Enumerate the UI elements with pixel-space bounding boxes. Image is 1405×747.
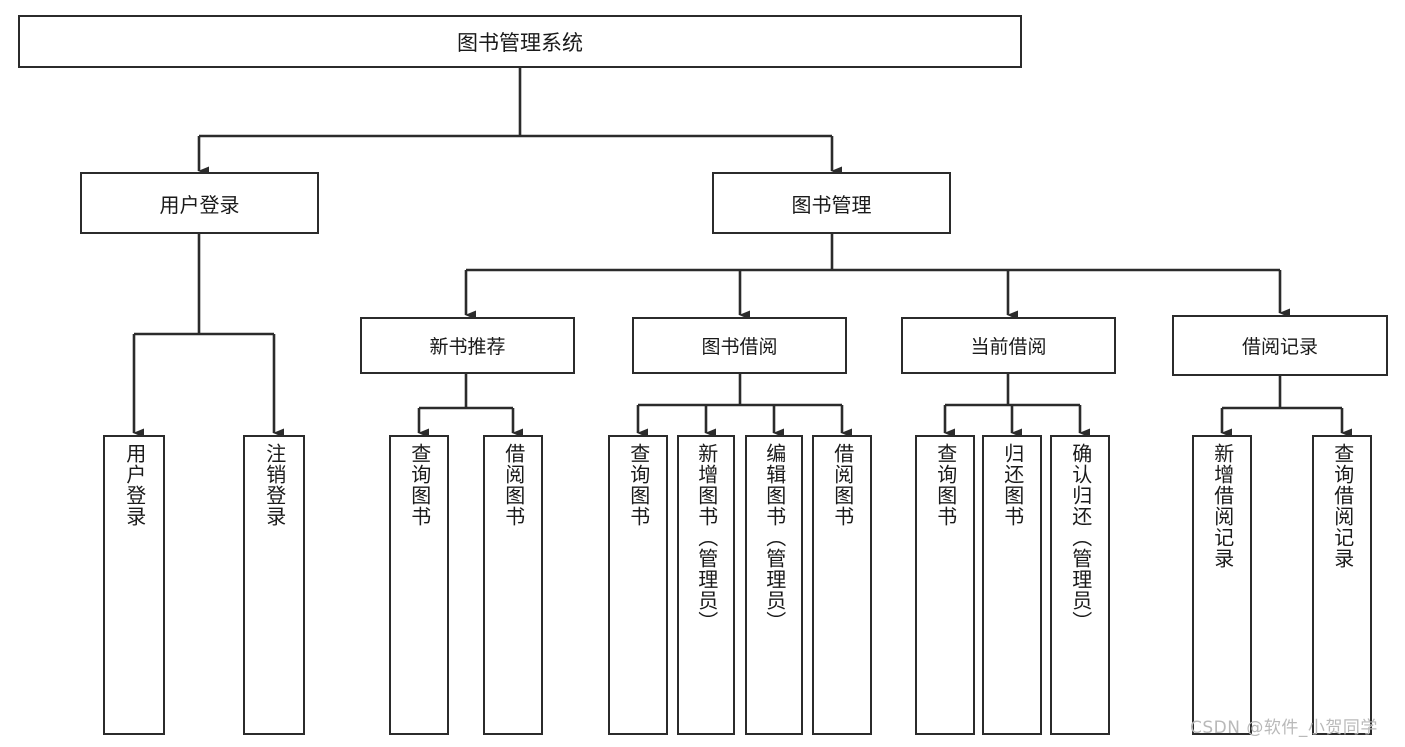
node-label: 新增借阅记录 (1210, 443, 1235, 569)
node-leaf-query-book-recommend[interactable]: 查询图书 (389, 435, 449, 735)
node-leaf-query-book-borrow[interactable]: 查询图书 (608, 435, 668, 735)
node-leaf-edit-book[interactable]: 编辑图书（管理员） (745, 435, 803, 735)
node-label: 归还图书 (1000, 443, 1025, 527)
node-label: 图书管理 (791, 192, 872, 217)
node-label: 新增图书（管理员） (694, 443, 719, 632)
node-current-borrow[interactable]: 当前借阅 (901, 317, 1116, 374)
node-leaf-borrow-book[interactable]: 借阅图书 (812, 435, 872, 735)
node-leaf-return-book[interactable]: 归还图书 (982, 435, 1042, 735)
node-new-book-recommend[interactable]: 新书推荐 (360, 317, 575, 374)
node-user-login[interactable]: 用户登录 (80, 172, 319, 234)
node-label: 借阅图书 (830, 443, 855, 527)
node-label: 查询图书 (933, 443, 958, 527)
node-label: 用户登录 (159, 192, 240, 217)
node-leaf-add-book[interactable]: 新增图书（管理员） (677, 435, 735, 735)
node-label: 编辑图书（管理员） (762, 443, 787, 632)
node-leaf-logout[interactable]: 注销登录 (243, 435, 305, 735)
node-book-borrow[interactable]: 图书借阅 (632, 317, 847, 374)
node-label: 用户登录 (122, 443, 147, 527)
node-label: 注销登录 (262, 443, 287, 527)
node-label: 借阅图书 (501, 443, 526, 527)
node-label: 确认归还（管理员） (1068, 443, 1093, 632)
node-book-management[interactable]: 图书管理 (712, 172, 951, 234)
node-label: 图书管理系统 (457, 30, 583, 55)
node-label: 当前借阅 (970, 336, 1047, 358)
node-label: 查询图书 (407, 443, 432, 527)
node-label: 查询借阅记录 (1330, 443, 1355, 569)
csdn-watermark: CSDN @软件_小贺同学 (1190, 718, 1378, 738)
node-label: 图书借阅 (701, 336, 778, 358)
node-root-book-management-system[interactable]: 图书管理系统 (18, 15, 1022, 68)
node-leaf-query-book-current[interactable]: 查询图书 (915, 435, 975, 735)
node-leaf-borrow-book-recommend[interactable]: 借阅图书 (483, 435, 543, 735)
node-leaf-user-login[interactable]: 用户登录 (103, 435, 165, 735)
node-label: 新书推荐 (429, 336, 506, 358)
node-leaf-query-borrow-record[interactable]: 查询借阅记录 (1312, 435, 1372, 735)
node-borrow-record[interactable]: 借阅记录 (1172, 315, 1388, 376)
node-leaf-confirm-return[interactable]: 确认归还（管理员） (1050, 435, 1110, 735)
node-label: 借阅记录 (1241, 336, 1318, 358)
node-label: 查询图书 (626, 443, 651, 527)
node-leaf-add-borrow-record[interactable]: 新增借阅记录 (1192, 435, 1252, 735)
